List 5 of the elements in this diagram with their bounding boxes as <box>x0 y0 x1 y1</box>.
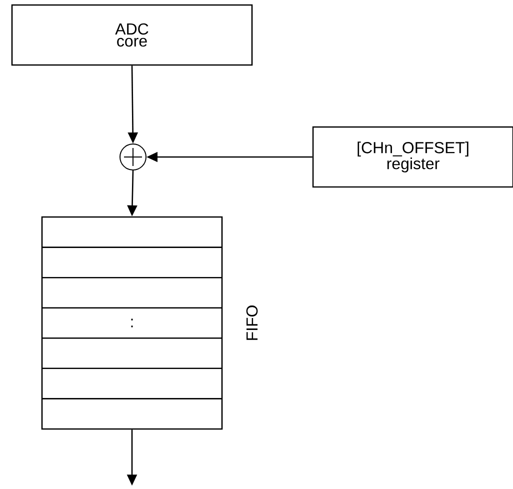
register-box: [CHn_OFFSET] register <box>312 126 513 188</box>
adder-symbol <box>120 144 146 170</box>
side-label: FIFO <box>246 306 258 340</box>
process-box: ADC core <box>11 4 253 66</box>
fifo-buffer: : <box>41 216 223 430</box>
